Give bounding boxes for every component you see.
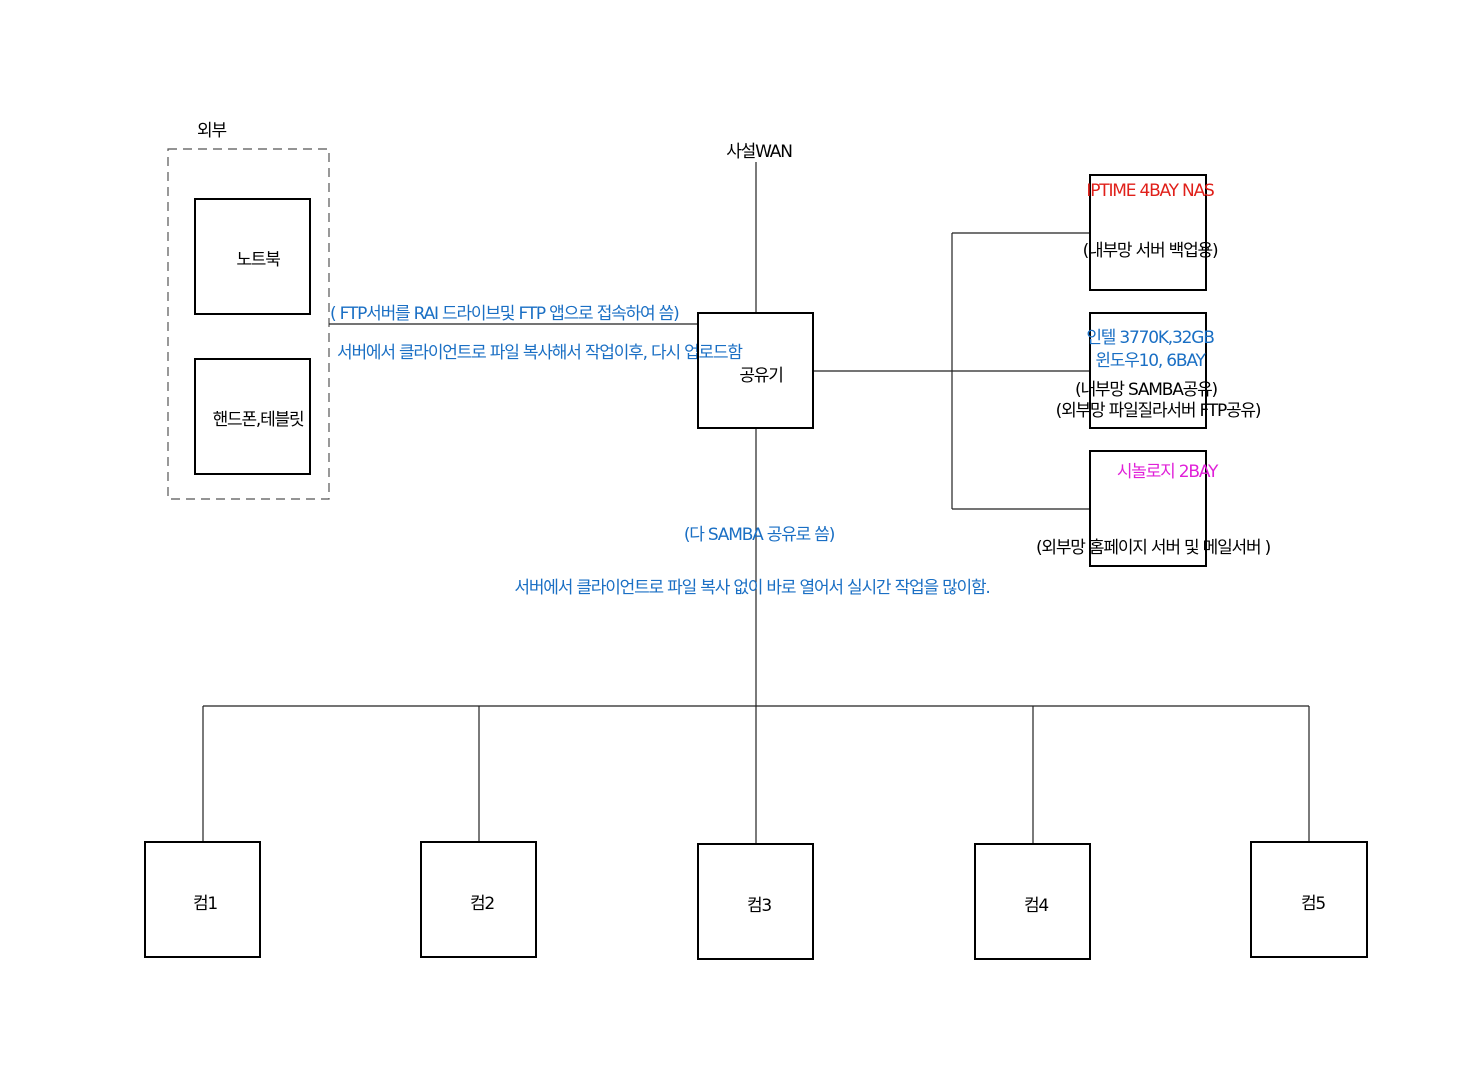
computer-node-4: 컴4 — [974, 843, 1091, 960]
synology-desc: (외부망 홈페이지 서버 및 메일서버 ) — [1035, 538, 1271, 558]
intel-server-desc-1: (내부망 SAMBA공유) — [1075, 380, 1218, 400]
computer-label-5: 컴5 — [1300, 894, 1326, 914]
iptime-nas-title: IPTIME 4BAY NAS — [1086, 181, 1214, 201]
router-node: 공유기 — [697, 312, 814, 429]
intel-server-desc-2: (외부망 파일질라서버 FTP공유) — [1055, 401, 1262, 421]
intel-server-node — [1089, 312, 1207, 429]
computer-node-1: 컴1 — [144, 841, 261, 958]
computer-label-1: 컴1 — [192, 894, 218, 914]
internal-link-label-2: 서버에서 클라이언트로 파일 복사 없이 바로 열어서 실시간 작업을 많이함. — [514, 578, 990, 598]
phone-tablet-node: 핸드폰,테블릿 — [194, 358, 311, 475]
intel-server-spec-1: 인텔 3770K,32GB — [1086, 328, 1215, 348]
notebook-node: 노트북 — [194, 198, 311, 315]
synology-node — [1089, 450, 1207, 567]
wan-label: 사설WAN — [726, 142, 793, 162]
external-link-label-1: ( FTP서버를 RAI 드라이브및 FTP 앱으로 접속하여 씀) — [330, 304, 680, 324]
phone-tablet-label: 핸드폰,테블릿 — [212, 410, 305, 430]
notebook-label: 노트북 — [236, 250, 281, 270]
computer-node-3: 컴3 — [697, 843, 814, 960]
iptime-nas-desc: (내부망 서버 백업용) — [1082, 241, 1219, 261]
external-group-title: 외부 — [197, 121, 227, 141]
internal-link-label-1: (다 SAMBA 공유로 씀) — [683, 525, 836, 545]
external-link-label-2: 서버에서 클라이언트로 파일 복사해서 작업이후, 다시 업로드함 — [337, 343, 743, 363]
computer-label-4: 컴4 — [1023, 896, 1049, 916]
intel-server-spec-2: 윈도우10, 6BAY — [1095, 351, 1206, 371]
computer-label-2: 컴2 — [469, 894, 495, 914]
router-label: 공유기 — [739, 366, 784, 386]
computer-label-3: 컴3 — [746, 896, 772, 916]
synology-title: 시놀로지 2BAY — [1116, 462, 1219, 482]
computer-node-5: 컴5 — [1250, 841, 1368, 958]
computer-node-2: 컴2 — [420, 841, 537, 958]
iptime-nas-node — [1089, 174, 1207, 291]
